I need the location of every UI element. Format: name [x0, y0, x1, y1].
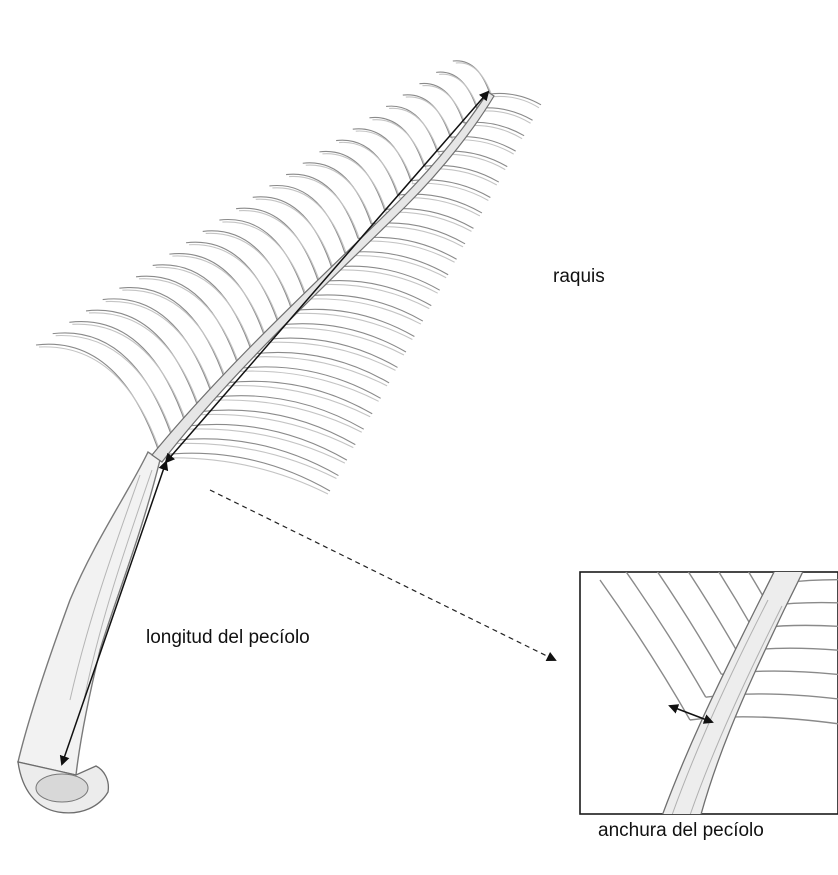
pinna-left-edge [306, 165, 373, 226]
inset-pinna-right [800, 557, 838, 564]
pinna-right-edge [214, 400, 362, 432]
pinna-left [103, 299, 213, 397]
pinna-left-edge [339, 142, 400, 197]
pinna-left [86, 310, 200, 411]
label-petiole-length: longitud del pecíolo [146, 627, 310, 649]
pinna-left-edge [356, 131, 413, 183]
pinna-left-edge [289, 176, 360, 240]
pinna-right-edge [478, 111, 531, 123]
petiole-cut-surface [36, 774, 88, 802]
pinna-left-edge [139, 279, 241, 371]
pinna-left [186, 242, 279, 325]
inset-pinna-left [694, 443, 784, 583]
pinna-right [213, 396, 364, 430]
inset-detail [580, 420, 838, 860]
pinna-left-edge [56, 336, 176, 443]
pinna-right [490, 93, 541, 104]
rachis-measure-arrow [166, 92, 488, 462]
pinna-left-edge [156, 267, 255, 356]
pinna-right-edge [161, 458, 328, 494]
label-petiole-width: anchura del pecíolo [598, 820, 764, 842]
pinna-left-edge [389, 108, 439, 153]
pinna-left-edge [322, 154, 386, 212]
pinna-right-edge [372, 227, 463, 247]
pinna-left [153, 265, 253, 354]
pinna-left [169, 254, 265, 340]
pinna-left-edge [456, 63, 492, 96]
pinna-left-edge [272, 188, 346, 255]
pinna-left-edge [39, 347, 162, 457]
pinna-left-edge [206, 233, 294, 312]
label-rachis: raquis [553, 266, 605, 288]
petiole [18, 452, 160, 775]
pinna-left [69, 322, 186, 427]
pinna-right [186, 424, 346, 460]
pinna-right-edge [201, 414, 354, 447]
inset-pinna-left [710, 420, 800, 560]
pinna-left-edge [422, 86, 465, 125]
pinna-left-edge [106, 301, 215, 399]
pinna-right-edge [491, 96, 539, 107]
pinna-left [36, 344, 160, 455]
pinna-left [53, 333, 174, 441]
